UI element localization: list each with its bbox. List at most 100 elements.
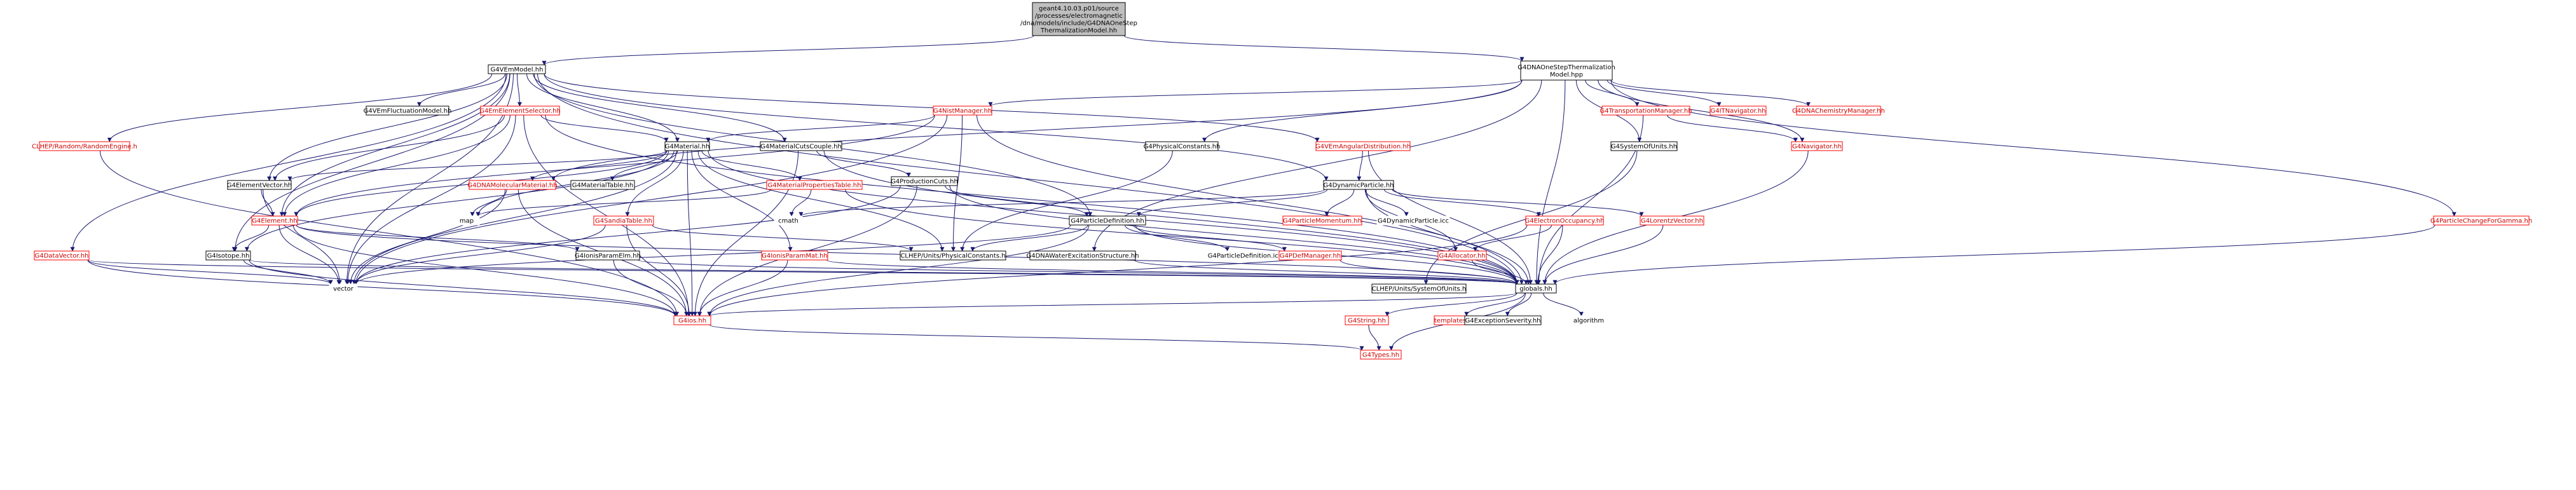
node-clhepunits[interactable]: CLHEP/Units/SystemOfUnits.h	[1371, 283, 1467, 294]
edge-partdef-to-pdefmgr	[1133, 224, 1287, 252]
node-root-label-line-1: /processes/electromagnetic	[1035, 13, 1123, 20]
node-dnamol-label-line-0: G4DNAMolecularMaterial.hh	[467, 182, 557, 189]
node-g4ios[interactable]: G4ios.hh	[673, 315, 711, 325]
node-nistmgr[interactable]: G4NistManager.hh	[933, 105, 992, 116]
edge-dnaonestep-to-navigator	[1598, 79, 1805, 142]
edge-dnaonestep-to-dnachem	[1610, 79, 1811, 107]
node-physconst[interactable]: G4PhysicalConstants.hh	[1144, 141, 1221, 151]
node-dnachem[interactable]: G4DNAChemistryManager.hh	[1792, 105, 1885, 116]
node-root[interactable]: geant4.10.03.p01/source/processes/electr…	[1020, 2, 1137, 36]
node-element[interactable]: G4Element.hh	[251, 215, 298, 226]
node-dnaonestep-label-line-1: Model.hpp	[1550, 71, 1583, 78]
edge-dnaonestep-to-transmgr	[1585, 79, 1640, 107]
node-g4string-box	[1345, 315, 1389, 325]
edge-prodcuts-to-globals	[949, 185, 1519, 285]
node-partdef-label-line-0: G4ParticleDefinition.hh	[1071, 218, 1144, 225]
edge-partdef-to-vector	[353, 224, 1071, 285]
node-allocator[interactable]: G4Allocator.hh	[1437, 250, 1487, 261]
node-itnav-label-line-0: G4ITNavigator.hh	[1710, 108, 1765, 115]
edge-ionismat-to-globals	[826, 259, 1519, 285]
node-prodcuts[interactable]: G4ProductionCuts.hh	[891, 176, 958, 186]
edge-vemmodel-to-globals	[537, 73, 1519, 285]
node-isotope[interactable]: G4Isotope.hh	[205, 250, 251, 261]
node-datavec-box	[34, 250, 90, 261]
edge-globals-to-g4ios	[707, 292, 1518, 316]
node-g4ios-box	[673, 315, 711, 325]
node-dnamol[interactable]: G4DNAMolecularMaterial.hh	[467, 180, 558, 190]
node-sysunits[interactable]: G4SystemOfUnits.hh	[1610, 141, 1678, 151]
node-partdef[interactable]: G4ParticleDefinition.hh	[1069, 215, 1146, 226]
node-partchg[interactable]: G4ParticleChangeForGamma.hh	[2430, 215, 2532, 226]
edge-datavec-to-g4ios	[87, 259, 678, 316]
node-vemfluct-box	[366, 105, 449, 116]
node-clhepphys[interactable]: CLHEP/Units/PhysicalConstants.h	[900, 250, 1006, 261]
node-elecocc-box	[1525, 215, 1604, 226]
node-pdefmgr[interactable]: G4PDefManager.hh	[1278, 250, 1342, 261]
node-ionisparam[interactable]: G4IonisParamElm.hh	[575, 250, 641, 261]
node-randeng[interactable]: CLHEP/Random/RandomEngine.h	[32, 141, 137, 151]
node-mattable-label-line-0: G4MaterialTable.hh	[572, 182, 633, 189]
edge-vemmodel-to-vemang	[544, 73, 1320, 142]
node-vemmodel[interactable]: G4VEmModel.hh	[488, 64, 546, 74]
node-navigator[interactable]: G4Navigator.hh	[1791, 141, 1843, 151]
node-sandia-box	[593, 215, 654, 226]
node-ionismat[interactable]: G4IonisParamMat.hh	[761, 250, 828, 261]
node-matcuts-box	[760, 141, 842, 151]
node-partmom-label-line-0: G4ParticleMomentum.hh	[1283, 218, 1362, 225]
node-dynpicc-box	[1376, 215, 1450, 226]
edge-isotope-to-globals	[249, 259, 1519, 285]
edge-globals-to-g4string	[1385, 292, 1518, 316]
node-mattable-box	[570, 180, 635, 190]
edge-vemmodel-to-elemvec	[267, 73, 507, 181]
node-partdef-box	[1069, 215, 1146, 226]
node-lorentz-box	[1640, 215, 1704, 226]
node-dnawater-label-line-0: G4DNAWaterExcitationStructure.hh	[1026, 253, 1139, 260]
node-partmom[interactable]: G4ParticleMomentum.hh	[1282, 215, 1362, 226]
node-vemang[interactable]: G4VEmAngularDistribution.hh	[1315, 141, 1411, 151]
node-vemfluct[interactable]: G4VEmFluctuationModel.hh	[364, 105, 452, 116]
node-itnav[interactable]: G4ITNavigator.hh	[1709, 105, 1767, 116]
node-map-label-line-0: map	[460, 218, 474, 225]
edge-root-to-dnaonestep	[1123, 35, 1524, 62]
node-g4types[interactable]: G4Types.hh	[1360, 350, 1402, 360]
node-root-box	[1032, 2, 1126, 36]
node-elemvec[interactable]: G4ElementVector.hh	[227, 180, 292, 190]
edge-dnaonestep-to-nistmgr	[988, 79, 1523, 107]
node-isotope-label-line-0: G4Isotope.hh	[207, 253, 250, 260]
node-dnawater[interactable]: G4DNAWaterExcitationStructure.hh	[1026, 250, 1139, 261]
edge-dnawater-to-globals	[1134, 259, 1519, 285]
node-matcuts[interactable]: G4MaterialCutsCouple.hh	[760, 141, 842, 151]
node-g4string[interactable]: G4String.hh	[1345, 315, 1389, 325]
node-matprop[interactable]: G4MaterialPropertiesTable.hh	[766, 180, 863, 190]
edge-material-to-ionismat	[691, 150, 793, 252]
edge-material-to-sandia	[625, 150, 684, 217]
node-globals[interactable]: globals.hh	[1515, 283, 1557, 294]
node-datavec[interactable]: G4DataVector.hh	[34, 250, 90, 261]
node-navigator-box	[1791, 141, 1843, 151]
node-mattable[interactable]: G4MaterialTable.hh	[570, 180, 635, 190]
edge-ionisparam-to-globals	[638, 259, 1519, 285]
node-pdefmgr-box	[1278, 250, 1342, 261]
node-dynpart[interactable]: G4DynamicParticle.hh	[1323, 180, 1394, 190]
node-transmgr[interactable]: G4TransportationManager.hh	[1600, 105, 1692, 116]
edge-transmgr-to-globals	[1536, 114, 1644, 285]
node-emelemsel[interactable]: G4EmElementSelector.hh	[479, 105, 561, 116]
node-matcuts-label-line-0: G4MaterialCutsCouple.hh	[760, 144, 842, 151]
edge-emelemsel-to-element	[282, 114, 510, 217]
node-cmath: cmath	[774, 215, 803, 226]
node-exception-box	[1464, 315, 1542, 325]
node-sysunits-box	[1610, 141, 1678, 151]
edge-material-to-mattable	[610, 150, 678, 181]
edge-matprop-to-map	[476, 189, 772, 217]
node-exception[interactable]: G4ExceptionSeverity.hh	[1464, 315, 1542, 325]
node-sandia[interactable]: G4SandiaTable.hh	[593, 215, 654, 226]
node-vector: vector	[329, 283, 358, 294]
edge-elemvec-to-vector	[263, 189, 342, 285]
node-lorentz[interactable]: G4LorentzVector.hh	[1640, 215, 1704, 226]
edge-transmgr-to-navigator	[1667, 114, 1798, 142]
node-material[interactable]: G4Material.hh	[664, 141, 710, 151]
edge-dnaonestep-to-itnav	[1607, 79, 1722, 107]
node-partmom-box	[1282, 215, 1362, 226]
node-elecocc[interactable]: G4ElectronOccupancy.hh	[1525, 215, 1605, 226]
